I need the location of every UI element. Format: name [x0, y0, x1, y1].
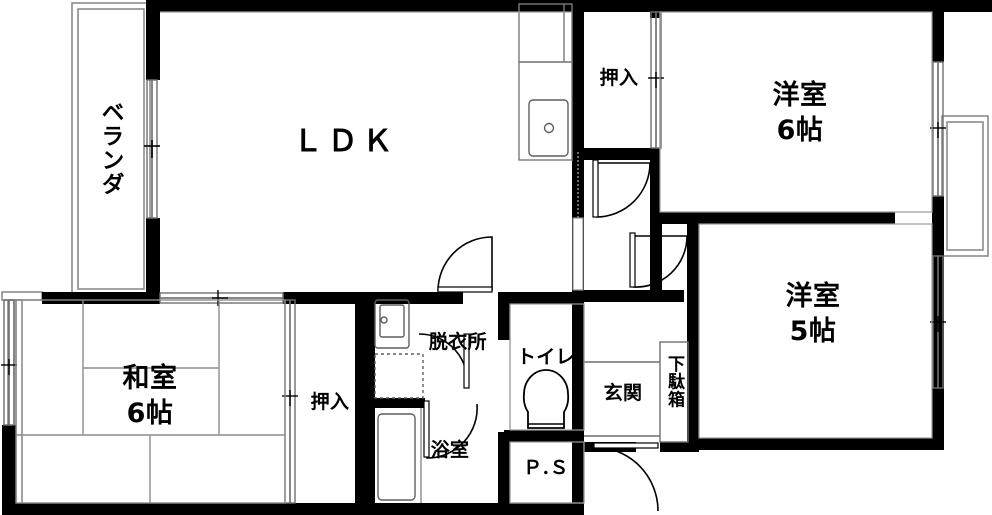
- sliding-window-bedroom6[interactable]: [930, 61, 946, 197]
- washbasin: [374, 299, 410, 349]
- toilet-room-outline: [509, 303, 585, 431]
- room-size-western6: 6帖: [776, 115, 824, 146]
- room-label-western6: 洋室: [772, 80, 828, 111]
- room-label-veranda: ベランダ: [97, 100, 123, 196]
- sliding-door-closet-upper[interactable]: [648, 11, 664, 149]
- kitchen-sink: [528, 99, 569, 157]
- washing-machine-pan: [374, 353, 424, 399]
- bathtub: [377, 408, 422, 503]
- door-bedroom6[interactable]: [592, 159, 651, 218]
- sliding-window-bedroom5[interactable]: [930, 255, 946, 389]
- opening-hall-white: [572, 217, 584, 291]
- room-label-pipe-shaft: Ｐ.Ｓ: [523, 457, 569, 479]
- room-size-western5: 5帖: [789, 316, 837, 347]
- room-label-closet-upper: 押入: [599, 67, 639, 89]
- sliding-window-veranda[interactable]: [144, 79, 160, 219]
- bedroom5-inner-outline: [698, 223, 933, 439]
- room-label-toilet: トイレ: [516, 346, 576, 368]
- ps-outline: [509, 441, 585, 504]
- room-label-dressing-room: 脱衣所: [428, 331, 488, 353]
- room-label-bathroom: 浴室: [430, 439, 470, 461]
- bedroom6-room-outline: [659, 11, 933, 213]
- room-label-western5: 洋室: [785, 281, 841, 312]
- sliding-door-washitsu-top[interactable]: [159, 290, 284, 306]
- tatami-lines: [15, 299, 286, 504]
- room-label-washitsu: 和室: [122, 363, 178, 394]
- door-dressing-room[interactable]: [418, 333, 470, 389]
- entrance-step-line: [584, 361, 660, 437]
- toilet-bowl: [522, 369, 570, 429]
- room-size-washitsu: 6帖: [126, 398, 174, 429]
- sliding-window-washitsu[interactable]: [1, 299, 17, 426]
- shoe-cabinet-box: [659, 341, 689, 443]
- room-label-ldk: ＬＤＫ: [292, 124, 398, 159]
- door-bedroom5[interactable]: [629, 232, 688, 288]
- kitchen-counter: [518, 3, 573, 161]
- room-label-entrance: 玄関: [603, 382, 643, 404]
- balcony-right-outline: [941, 115, 989, 257]
- room-label-shoe-cabinet: 下駄箱: [664, 355, 684, 409]
- door-ldk-hall[interactable]: [437, 236, 493, 293]
- room-label-closet-lower: 押入: [310, 391, 350, 413]
- door-bathroom[interactable]: [423, 400, 478, 459]
- door-entrance[interactable]: [593, 442, 659, 512]
